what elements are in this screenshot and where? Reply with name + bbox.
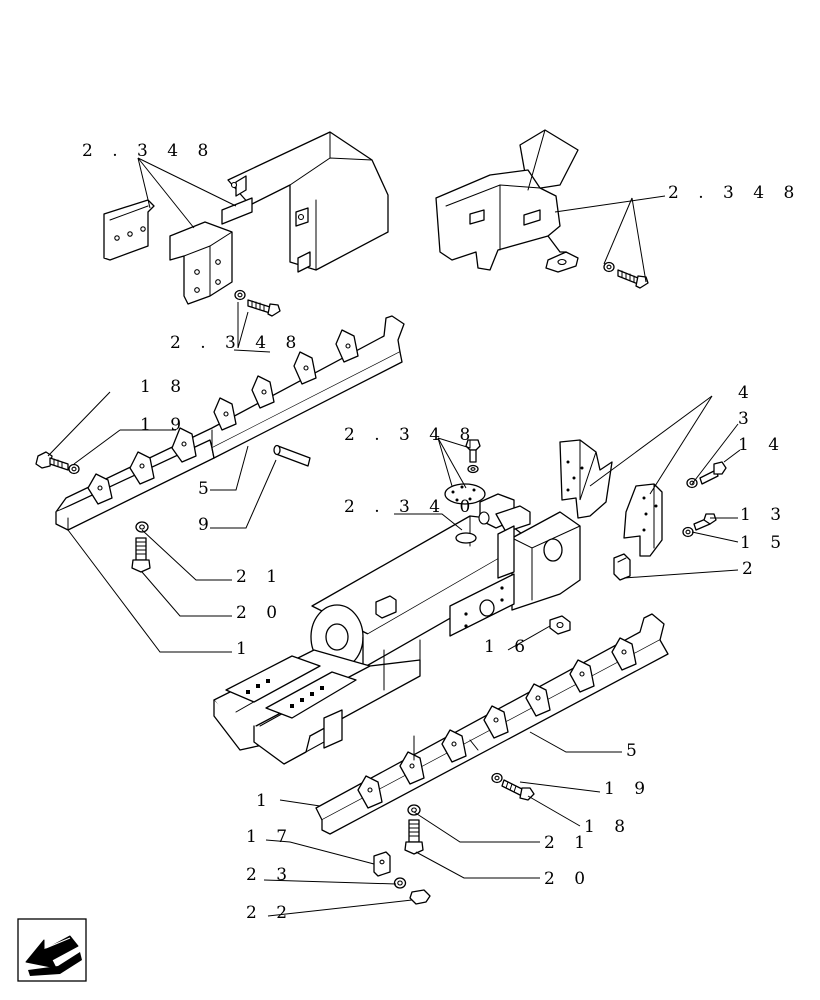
callout-13: 1 3: [740, 505, 788, 525]
callout-4: 4: [738, 383, 756, 403]
callout-5-right: 5: [626, 741, 644, 761]
callout-2: 2: [742, 559, 760, 579]
callout-19-right: 1 9: [604, 779, 652, 799]
callout-2348-center: 2 . 3 4 8: [344, 425, 477, 445]
callout-20-left: 2 0: [236, 603, 284, 623]
pin-9: [273, 444, 311, 467]
upper-track-guide: [55, 315, 405, 531]
callout-22: 2 2: [246, 903, 294, 923]
callout-labels: 2 . 3 4 8 2 . 3 4 8 2 . 3 4 8 2 . 3 4 8 …: [82, 141, 801, 923]
callout-18-left: 1 8: [140, 377, 188, 397]
callout-19-left: 1 9: [140, 415, 188, 435]
callout-2348-mid-left: 2 . 3 4 8: [170, 333, 303, 353]
bolt-left-18: [35, 451, 80, 475]
nut-16: [549, 615, 571, 635]
callout-2348-top-left: 2 . 3 4 8: [82, 141, 215, 161]
arrow-left-icon: [25, 935, 82, 976]
leader-lines: [47, 157, 741, 917]
plate-17-and-fasteners: [373, 851, 431, 905]
bolt-right-18: [491, 772, 535, 801]
previous-page-button[interactable]: [17, 918, 87, 982]
right-bracket-assembly: [559, 439, 727, 581]
callout-5-left: 5: [198, 479, 216, 499]
callout-14: 1 4: [738, 435, 786, 455]
lower-track-guide: [315, 613, 669, 835]
callout-17: 1 7: [246, 827, 294, 847]
main-track-frame: [213, 483, 581, 765]
callout-1-left: 1: [236, 639, 254, 659]
upper-right-cover-assembly: [435, 129, 649, 289]
callout-15: 1 5: [740, 533, 788, 553]
callout-1-bottom: 1: [256, 791, 274, 811]
callout-21-right: 2 1: [544, 833, 592, 853]
upper-left-cover-assembly: [103, 131, 389, 317]
callout-2340: 2 . 3 4 0: [344, 497, 477, 517]
callout-3: 3: [738, 409, 756, 429]
callout-20-right: 2 0: [544, 869, 592, 889]
callout-21-left: 2 1: [236, 567, 284, 587]
callout-2348-top-right: 2 . 3 4 8: [668, 183, 801, 203]
bolt-left-20: [131, 521, 151, 573]
callout-18-right: 1 8: [584, 817, 632, 837]
bolt-bottom-20: [404, 804, 424, 855]
callout-23: 2 3: [246, 865, 294, 885]
callout-9: 9: [198, 515, 216, 535]
callout-16: 1 6: [484, 637, 532, 657]
